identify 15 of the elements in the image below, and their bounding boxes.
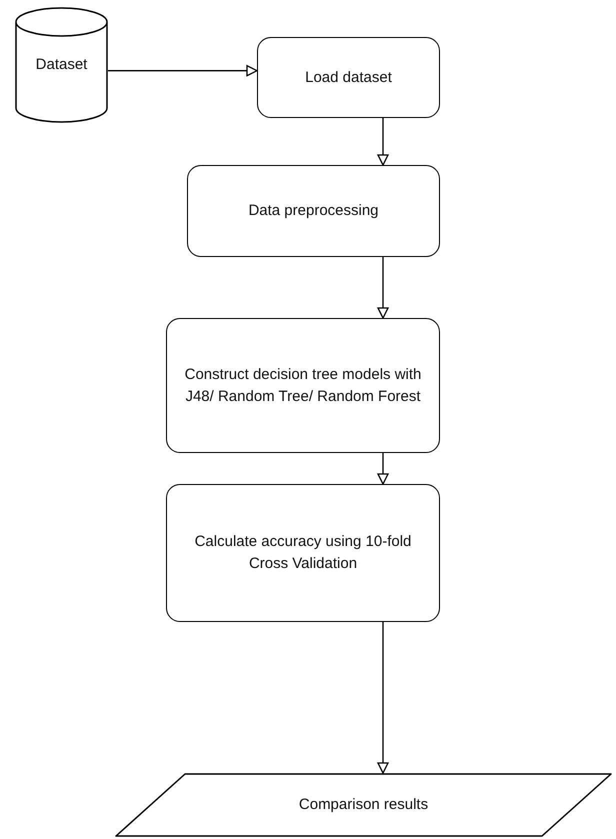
node-label: Calculate accuracy using 10-fold Cross Validation	[194, 532, 412, 574]
arrow	[377, 622, 389, 774]
node-label: Comparison results	[298, 795, 430, 816]
process-box	[257, 37, 440, 118]
arrow	[377, 453, 389, 485]
node-label: Dataset	[34, 55, 88, 76]
node-label: Load dataset	[304, 68, 393, 88]
process-box	[187, 165, 440, 257]
arrow	[377, 118, 389, 166]
node-label: Data preprocessing	[247, 201, 380, 222]
process-box	[166, 484, 440, 622]
arrow	[108, 65, 258, 76]
node-label: Construct decision tree models with J48/ Random Tree/ Random Forest	[184, 364, 422, 406]
process-box	[166, 318, 440, 453]
arrow	[377, 257, 389, 319]
